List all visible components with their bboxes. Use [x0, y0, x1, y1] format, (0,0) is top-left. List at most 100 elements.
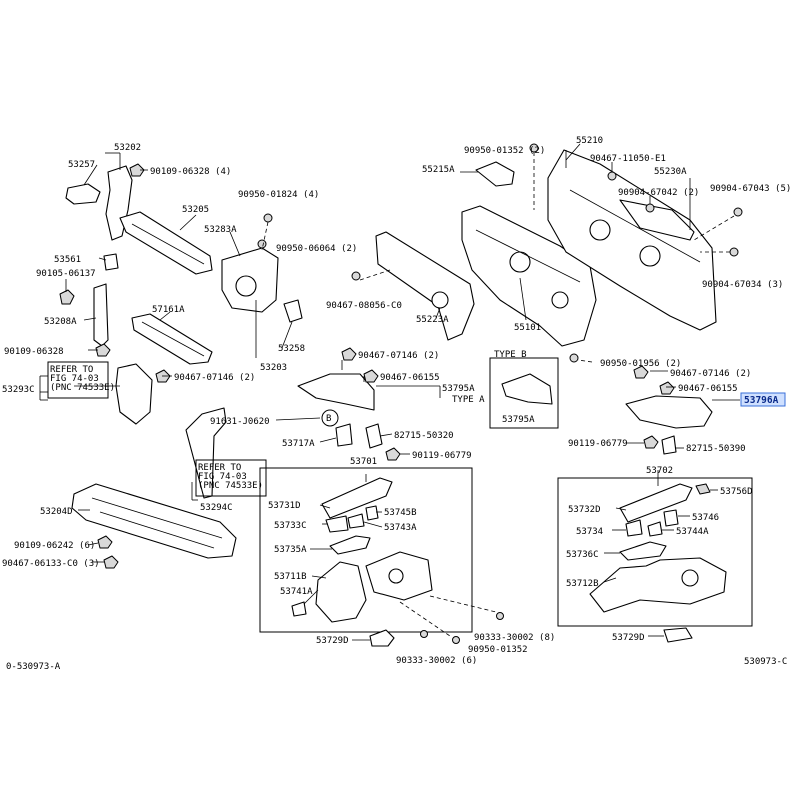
- labels: 53202 53257 90109-06328 (4) 53205 90950-…: [2, 136, 791, 672]
- part-53257-shape[interactable]: [65, 183, 101, 205]
- label-53796A[interactable]: 53796A: [744, 395, 779, 406]
- label-53745B: 53745B: [384, 508, 417, 518]
- label-55101: 55101: [514, 323, 541, 333]
- part-57161A-shape[interactable]: [131, 313, 213, 365]
- label-90109-06328: 90109-06328: [4, 347, 64, 357]
- type-a-group: [275, 347, 441, 461]
- label-90904-67043-5: 90904-67043 (5): [710, 184, 791, 194]
- bolt-90109-06328[interactable]: [95, 343, 111, 357]
- label-53733C: 53733C: [274, 521, 307, 531]
- highlight-53796A[interactable]: [740, 392, 786, 407]
- bolt-90119-06779-right[interactable]: [643, 435, 659, 449]
- part-53293C-shape[interactable]: [115, 363, 153, 425]
- part-53711B-shape[interactable]: [315, 561, 367, 623]
- part-53745B-shape[interactable]: [365, 505, 379, 521]
- label-90950-01352: 90950-01352: [468, 645, 528, 655]
- label-53734: 53734: [576, 527, 603, 537]
- part-53734-shape[interactable]: [625, 519, 643, 537]
- part-53208A-shape[interactable]: [93, 283, 109, 347]
- label-53732D: 53732D: [568, 505, 601, 515]
- label-55230A: 55230A: [654, 167, 687, 177]
- clip-90950-01956[interactable]: [569, 353, 579, 363]
- leader-lines-center: [359, 143, 735, 363]
- part-53741A-shape[interactable]: [291, 601, 307, 617]
- label-90119-06779-right: 90119-06779: [568, 439, 628, 449]
- label-refer-left-2: FIG 74-03: [50, 374, 99, 384]
- clip-90467-07146-center[interactable]: [341, 347, 357, 361]
- clip-90467-07146-right[interactable]: [633, 365, 649, 379]
- clip-90333-30002-6[interactable]: [420, 630, 428, 638]
- label-90109-06328-4: 90109-06328 (4): [150, 167, 231, 177]
- part-55215A-shape[interactable]: [475, 161, 515, 187]
- part-53204D-shape[interactable]: [71, 483, 237, 559]
- nut-90467-08056-C0[interactable]: [351, 271, 361, 281]
- part-53796A-shape[interactable]: [625, 395, 713, 429]
- radiator-support-group: [59, 163, 303, 569]
- clip-90950-01824[interactable]: [263, 213, 273, 223]
- label-ref-right: 530973-C: [744, 657, 787, 667]
- clip-90333-30002-8[interactable]: [496, 612, 504, 620]
- part-55223A-shape[interactable]: [375, 231, 475, 341]
- label-53702: 53702: [646, 466, 673, 476]
- label-90467-07146-2-left: 90467-07146 (2): [174, 373, 255, 383]
- clip-90950-06064[interactable]: [257, 239, 267, 249]
- part-53735A-shape[interactable]: [329, 535, 371, 555]
- part-82715-50320-shape[interactable]: [365, 423, 383, 449]
- part-53744A-shape[interactable]: [647, 521, 663, 537]
- bolt-90105-06137[interactable]: [59, 289, 75, 305]
- label-53729D-right: 53729D: [612, 633, 645, 643]
- clip-90950-01352[interactable]: [452, 636, 460, 644]
- part-53258-shape[interactable]: [283, 299, 303, 323]
- part-53746-shape[interactable]: [663, 509, 679, 527]
- part-53732D-shape[interactable]: [619, 483, 693, 523]
- label-90904-67034-3: 90904-67034 (3): [702, 280, 783, 290]
- part-53756D-shape[interactable]: [695, 483, 711, 495]
- part-53294C-shape[interactable]: [185, 407, 227, 499]
- nut-90467-06133-C0[interactable]: [103, 555, 119, 569]
- part-53795A-typeb-shape[interactable]: [501, 373, 553, 405]
- part-55210-shape[interactable]: [547, 149, 717, 331]
- nut-90467-06155-right[interactable]: [659, 381, 675, 395]
- label-ref-left: 0-530973-A: [6, 662, 61, 672]
- label-53736C: 53736C: [566, 550, 599, 560]
- label-refer-left-3: (PNC 74533E): [50, 383, 115, 393]
- assembly-53702-parts: [589, 470, 727, 613]
- label-refer-mid-2: FIG 74-03: [198, 472, 247, 482]
- assembly-53701-parts: [291, 474, 497, 637]
- clip-90904-67034[interactable]: [729, 247, 739, 257]
- label-53283A: 53283A: [204, 225, 237, 235]
- label-90467-07146-2-right: 90467-07146 (2): [670, 369, 751, 379]
- label-90467-11050-E1: 90467-11050-E1: [590, 154, 666, 164]
- bolt-90119-06779-center[interactable]: [385, 447, 401, 461]
- bolt-90109-06242[interactable]: [97, 535, 113, 549]
- label-type-a: TYPE A: [452, 395, 485, 405]
- label-53202: 53202: [114, 143, 141, 153]
- type-b-box: [489, 357, 559, 429]
- part-53736C-shape[interactable]: [619, 541, 667, 561]
- callout-b-circle: [321, 409, 339, 427]
- part-53743A-shape[interactable]: [347, 513, 365, 529]
- bolt-90109-06328-4[interactable]: [129, 163, 145, 177]
- label-91631-J0620: 91631-J0620: [210, 417, 270, 427]
- label-90467-06155-center: 90467-06155: [380, 373, 440, 383]
- part-55230A-shape[interactable]: [619, 199, 695, 241]
- part-53729D-left-shape[interactable]: [369, 629, 395, 647]
- part-53729D-right-shape[interactable]: [663, 627, 693, 643]
- part-53717A-shape[interactable]: [335, 423, 353, 447]
- part-53712B-shape[interactable]: [589, 557, 727, 613]
- label-53756D: 53756D: [720, 487, 753, 497]
- part-82715-50390-shape[interactable]: [661, 435, 677, 455]
- part-53202-shape[interactable]: [105, 165, 133, 241]
- part-53795A-shape[interactable]: [297, 373, 375, 411]
- label-53294C: 53294C: [200, 503, 233, 513]
- part-55101-shape[interactable]: [461, 205, 597, 347]
- part-53731D-shape[interactable]: [321, 477, 393, 519]
- part-53733C-shape[interactable]: [325, 515, 349, 533]
- clip-90904-67043[interactable]: [733, 207, 743, 217]
- label-90467-06155-right: 90467-06155: [678, 384, 738, 394]
- nut-90467-06155-center[interactable]: [363, 369, 379, 383]
- nut-90467-11050-E1[interactable]: [607, 171, 617, 181]
- part-53561-shape[interactable]: [103, 253, 119, 271]
- label-53293C: 53293C: [2, 385, 35, 395]
- clip-90904-67042[interactable]: [645, 203, 655, 213]
